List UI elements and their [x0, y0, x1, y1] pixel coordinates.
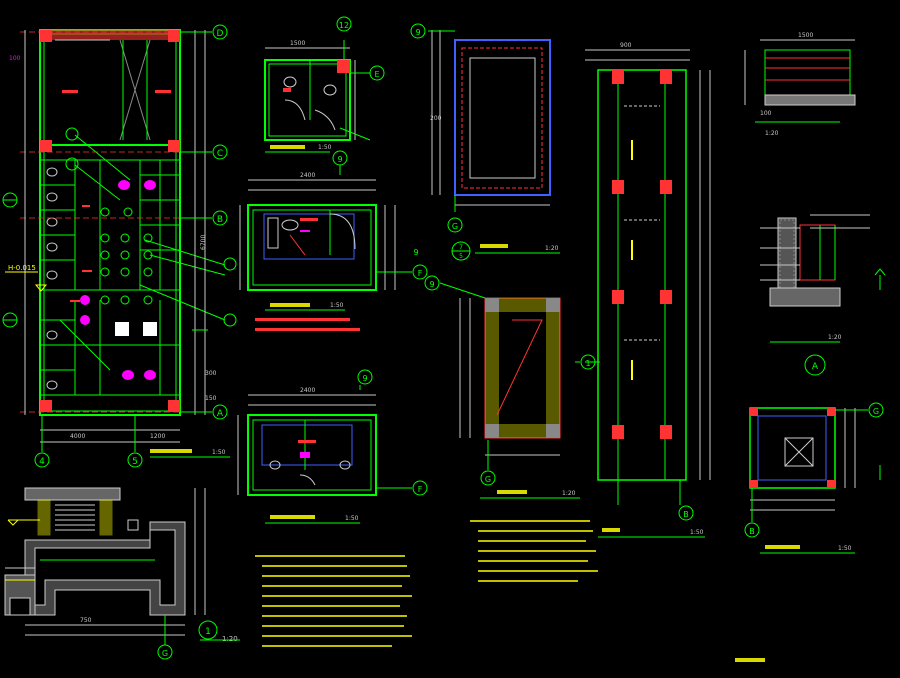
main-plan-dim-3: 6700 [200, 235, 207, 250]
main-plan-dim-1: 4000 [70, 433, 85, 440]
partition-detail-scale: 1:20 [765, 130, 779, 137]
axis-label-b2: B [683, 510, 689, 519]
general-notes-block [255, 555, 412, 647]
accessible-plan-dim: 2400 [300, 172, 315, 179]
shaft-plan-scale: 1:20 [545, 245, 559, 252]
axis-label-1: 1 [585, 359, 590, 368]
side-dim-b: 150 [205, 395, 217, 402]
axis-label-g3: G [873, 407, 879, 416]
axis-label-4: 4 [39, 457, 45, 467]
main-toilet-plan: H-0.015 D C B A 4 5 1 [2, 24, 237, 468]
axis-label-b: B [217, 215, 223, 225]
axis-label-f2: F [418, 485, 423, 494]
partition-dim-small: 100 [760, 110, 772, 117]
tall-shaft-section: 1 B 1:50 900 [580, 42, 711, 538]
section-notes-block [470, 520, 598, 582]
staff-plan-scale: 1:50 [345, 515, 359, 522]
axis-label-9d: 9 [429, 280, 434, 289]
level-mark: H-0.015 [8, 264, 36, 272]
axis-label-5: 5 [132, 457, 138, 467]
axis-label-b3: B [749, 527, 755, 536]
section-dd-scale: 1:20 [562, 490, 576, 497]
section-mark-5: 5 [459, 253, 463, 260]
section-mark-7: 7 [459, 244, 463, 251]
shaft-plan-small: G B 1:50 [735, 402, 884, 662]
wall-detail-a: 1:20 A [760, 214, 886, 376]
section-detail-dim: 750 [80, 617, 92, 624]
small-toilet-plan-top: 12 E 1:50 1500 [264, 16, 385, 153]
shaft-dim: 200 [430, 115, 442, 122]
tall-section-scale: 1:50 [690, 529, 704, 536]
axis-label-12: 12 [339, 21, 349, 30]
main-plan-dim-2: 1200 [150, 433, 165, 440]
axis-label-g1: G [452, 222, 458, 231]
section-detail-number: 1 [205, 627, 211, 637]
axis-label-d: D [217, 29, 224, 39]
axis-label-a2: A [812, 362, 819, 372]
axis-label-f1: F [418, 269, 423, 278]
small-plan-top-scale: 1:50 [318, 144, 332, 151]
axis-label-9a: 9 [337, 155, 342, 164]
axis-label-e: E [374, 70, 379, 79]
section-detail-scale: 1:20 [222, 635, 238, 643]
accessible-toilet-plan: 9 F 1:50 2400 [239, 150, 428, 331]
side-dim-a: 300 [205, 370, 217, 377]
wall-detail-scale: 1:20 [828, 334, 842, 341]
axis-label-9e: 9 [413, 248, 418, 257]
shaft-plan-small-scale: 1:50 [838, 545, 852, 552]
tall-section-dim: 900 [620, 42, 632, 49]
axis-label-a: A [217, 409, 224, 419]
axis-label-c: C [217, 149, 223, 159]
partition-detail-dim: 1500 [798, 32, 813, 39]
staff-plan-dim: 2400 [300, 387, 315, 394]
shaft-plan-top: G 9 7 5 1:20 [410, 23, 560, 261]
grid-bubbles-bottom: 4 5 [34, 415, 143, 468]
main-plan-scale: 1:50 [212, 449, 226, 456]
grid-bubbles-main: D C B A [180, 24, 228, 420]
axis-label-9b: 9 [362, 374, 367, 383]
axis-label-g4: G [162, 649, 168, 658]
axis-label-g2: G [485, 475, 491, 484]
partition-detail: 1500 1:20 [744, 32, 856, 137]
small-plan-top-dim: 1500 [290, 40, 305, 47]
corner-mark: 100 [9, 55, 21, 62]
staff-toilet-plan: 9 F 1:50 2400 [237, 369, 428, 524]
accessible-plan-scale: 1:50 [330, 302, 344, 309]
section-d-d: G 9 1:20 [424, 275, 580, 499]
section-detail-1: G 1 1:20 750 [4, 487, 240, 660]
axis-label-9c: 9 [415, 28, 420, 37]
